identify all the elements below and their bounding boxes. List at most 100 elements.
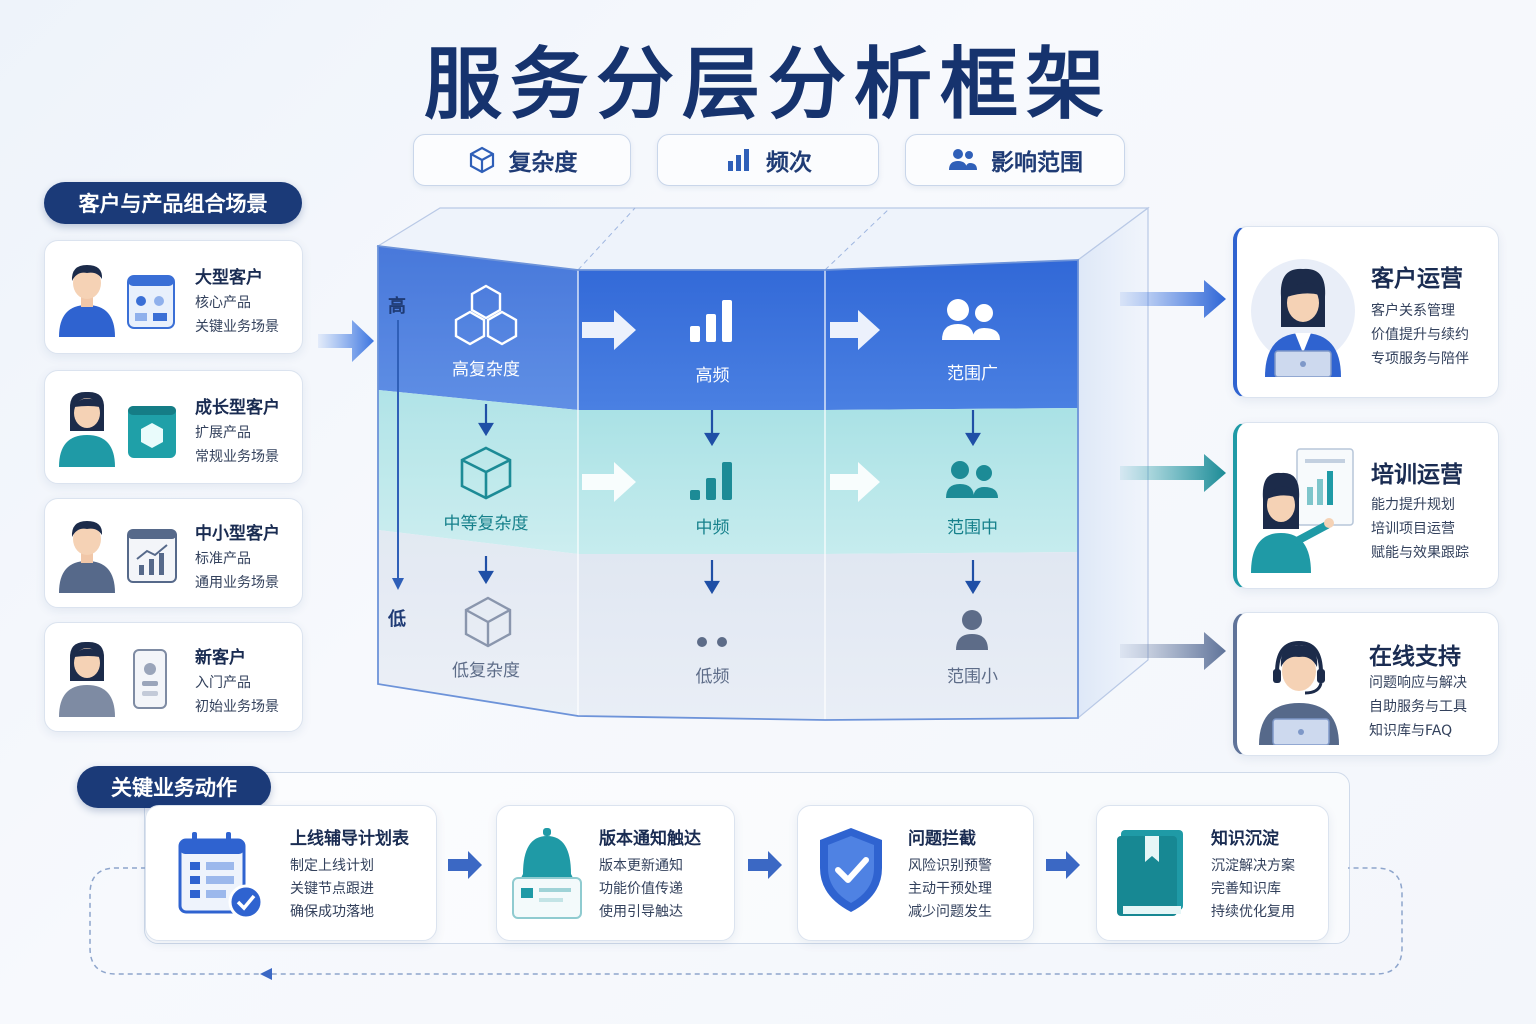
support-agent-avatar-icon bbox=[1259, 640, 1339, 745]
action-line: 关键节点跟进 bbox=[290, 881, 374, 897]
dimension-label: 影响范围 bbox=[991, 150, 1083, 176]
service-line: 价值提升与续约 bbox=[1371, 327, 1469, 343]
dimension-complexity[interactable]: 复杂度 bbox=[413, 134, 631, 186]
step-arrow-icon bbox=[1046, 851, 1080, 879]
service-line: 专项服务与陪伴 bbox=[1371, 351, 1469, 367]
mobile-icon bbox=[133, 649, 167, 709]
customer-scene: 初始业务场景 bbox=[195, 699, 279, 715]
customer-scene: 关键业务场景 bbox=[195, 319, 279, 335]
action-title: 上线辅导计划表 bbox=[290, 829, 409, 849]
users-large-icon bbox=[942, 299, 1000, 340]
user-low-icon bbox=[956, 610, 988, 650]
action-line: 使用引导触达 bbox=[599, 904, 683, 920]
bar-chart-icon bbox=[728, 149, 749, 171]
dashboard-icon bbox=[127, 275, 175, 329]
input-arrow-icon bbox=[318, 320, 374, 362]
service-title: 培训运营 bbox=[1371, 462, 1463, 488]
customer-name: 成长型客户 bbox=[195, 398, 280, 418]
man-avatar-icon bbox=[59, 265, 115, 337]
book-icon bbox=[1117, 830, 1183, 916]
customer-product: 核心产品 bbox=[195, 295, 251, 311]
service-line: 问题响应与解决 bbox=[1369, 675, 1467, 691]
service-card-customer-ops[interactable]: 客户运营 客户关系管理 价值提升与续约 专项服务与陪伴 bbox=[1233, 226, 1499, 398]
left-section-heading: 客户与产品组合场景 bbox=[44, 182, 302, 224]
action-card-knowledge[interactable]: 知识沉淀 沉淀解决方案 完善知识库 持续优化复用 bbox=[1096, 805, 1329, 941]
man-avatar-icon bbox=[59, 521, 115, 593]
box-app-icon bbox=[128, 406, 176, 458]
customer-card-growth[interactable]: 成长型客户 扩展产品 常规业务场景 bbox=[44, 370, 303, 484]
action-card-issue-interception[interactable]: 问题拦截 风险识别预警 主动干预处理 减少问题发生 bbox=[797, 805, 1034, 941]
service-matrix bbox=[376, 206, 1150, 721]
customer-scene: 常规业务场景 bbox=[195, 449, 279, 465]
matrix-cell-high-complexity: 高复杂度 bbox=[452, 360, 520, 380]
dimension-label: 复杂度 bbox=[508, 150, 578, 176]
woman-avatar-icon bbox=[59, 391, 115, 467]
service-card-training-ops[interactable]: 培训运营 能力提升规划 培训项目运营 赋能与效果跟踪 bbox=[1233, 422, 1499, 589]
action-line: 功能价值传递 bbox=[599, 881, 683, 897]
customer-product: 扩展产品 bbox=[195, 425, 251, 441]
users-icon bbox=[949, 149, 977, 170]
axis-low-label: 低 bbox=[388, 609, 406, 630]
dimension-scope[interactable]: 影响范围 bbox=[905, 134, 1125, 186]
dimension-label: 频次 bbox=[766, 150, 812, 176]
action-line: 确保成功落地 bbox=[290, 904, 374, 920]
customer-product: 标准产品 bbox=[195, 551, 251, 567]
arrow-right-icon bbox=[582, 310, 636, 350]
customer-product: 入门产品 bbox=[195, 675, 251, 691]
axis-high-label: 高 bbox=[388, 296, 406, 317]
service-card-online-support[interactable]: 在线支持 问题响应与解决 自助服务与工具 知识库与FAQ bbox=[1233, 612, 1499, 756]
customer-name: 中小型客户 bbox=[195, 524, 280, 544]
woman-avatar-icon bbox=[59, 641, 115, 717]
matrix-cell-mid-complexity: 中等复杂度 bbox=[443, 514, 529, 534]
bell-icon bbox=[512, 828, 582, 919]
page-title: 服务分层分析框架 bbox=[423, 40, 1112, 130]
bottom-section-heading: 关键业务动作 bbox=[77, 766, 271, 808]
customer-name: 大型客户 bbox=[195, 268, 263, 288]
action-title: 版本通知触达 bbox=[599, 829, 701, 849]
step-arrow-icon bbox=[448, 851, 482, 879]
customer-scene: 通用业务场景 bbox=[195, 575, 279, 591]
dimension-frequency[interactable]: 频次 bbox=[657, 134, 879, 186]
users-mid-icon bbox=[946, 461, 998, 498]
matrix-cell-high-frequency: 高频 bbox=[695, 366, 730, 386]
action-line: 完善知识库 bbox=[1211, 881, 1281, 897]
arrow-right-icon bbox=[582, 462, 636, 502]
bar-mid-icon bbox=[690, 462, 732, 500]
customer-card-new[interactable]: 新客户 入门产品 初始业务场景 bbox=[44, 622, 303, 732]
output-arrow-grey-icon bbox=[1120, 632, 1226, 670]
action-line: 主动干预处理 bbox=[908, 881, 992, 897]
calendar-check-icon bbox=[178, 832, 264, 920]
matrix-cell-low-scope: 范围小 bbox=[947, 667, 998, 687]
matrix-cell-mid-frequency: 中频 bbox=[695, 518, 730, 538]
chart-window-icon bbox=[127, 529, 177, 583]
customer-name: 新客户 bbox=[195, 648, 246, 668]
action-line: 版本更新通知 bbox=[599, 858, 683, 874]
action-line: 制定上线计划 bbox=[290, 858, 374, 874]
action-title: 知识沉淀 bbox=[1211, 829, 1279, 849]
cube-low-icon bbox=[464, 596, 512, 648]
service-line: 客户关系管理 bbox=[1371, 303, 1455, 319]
shield-check-icon bbox=[820, 828, 882, 912]
service-title: 在线支持 bbox=[1369, 644, 1461, 670]
trainer-avatar-icon bbox=[1251, 448, 1354, 573]
service-title: 客户运营 bbox=[1371, 266, 1463, 292]
dots-low-icon bbox=[697, 637, 727, 647]
feedback-loop bbox=[89, 867, 1403, 980]
service-line: 培训项目运营 bbox=[1371, 521, 1455, 537]
service-line: 赋能与效果跟踪 bbox=[1371, 545, 1469, 561]
bar-high-icon bbox=[690, 300, 732, 342]
action-line: 持续优化复用 bbox=[1211, 904, 1295, 920]
customer-card-large[interactable]: 大型客户 核心产品 关键业务场景 bbox=[44, 240, 303, 354]
cube-icon bbox=[469, 146, 494, 174]
customer-card-sme[interactable]: 中小型客户 标准产品 通用业务场景 bbox=[44, 498, 303, 608]
action-line: 减少问题发生 bbox=[908, 904, 992, 920]
action-line: 沉淀解决方案 bbox=[1211, 858, 1295, 874]
action-card-onboarding-plan[interactable]: 上线辅导计划表 制定上线计划 关键节点跟进 确保成功落地 bbox=[145, 805, 437, 941]
arrow-right-icon bbox=[830, 462, 880, 502]
matrix-cell-high-scope: 范围广 bbox=[947, 364, 998, 384]
output-arrow-teal-icon bbox=[1120, 454, 1226, 492]
action-card-version-notice[interactable]: 版本通知触达 版本更新通知 功能价值传递 使用引导触达 bbox=[496, 805, 735, 941]
service-line: 自助服务与工具 bbox=[1369, 699, 1467, 715]
output-arrow-blue-icon bbox=[1120, 280, 1226, 318]
woman-laptop-avatar-icon bbox=[1251, 259, 1355, 377]
